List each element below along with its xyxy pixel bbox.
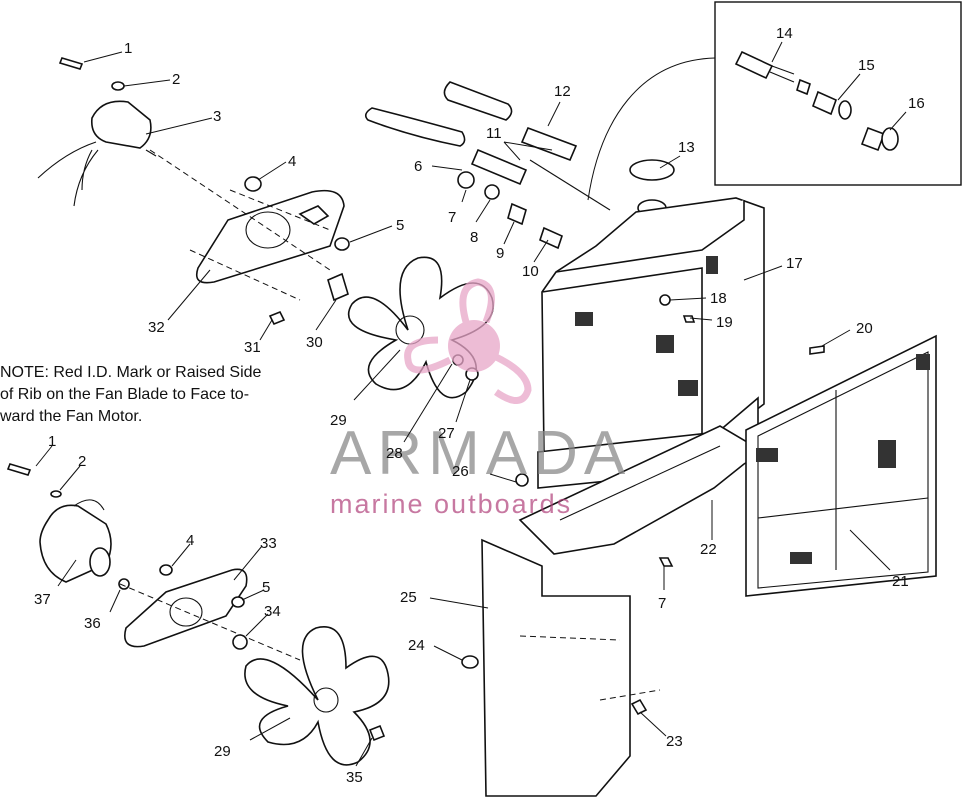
callout-5-bottom: 5 <box>262 579 270 596</box>
fan-motor-top <box>37 57 350 326</box>
inset-detail <box>587 1 962 201</box>
callout-29-bottom: 29 <box>214 743 231 760</box>
callout-37: 37 <box>34 591 51 608</box>
callout-10: 10 <box>522 263 539 280</box>
callout-15: 15 <box>858 57 875 74</box>
callout-6: 6 <box>414 158 422 175</box>
screen-21 <box>745 334 937 597</box>
callout-14: 14 <box>776 25 793 42</box>
callout-2-bottom: 2 <box>78 453 86 470</box>
callout-19: 19 <box>716 314 733 331</box>
callout-4: 4 <box>288 153 296 170</box>
callout-5: 5 <box>396 217 404 234</box>
watermark-brand: ARMADA <box>330 419 631 488</box>
note-line-2: of Rib on the Fan Blade to Face to- <box>0 386 249 403</box>
callout-33: 33 <box>260 535 277 552</box>
leader-lines <box>35 41 907 767</box>
callout-2: 2 <box>172 71 180 88</box>
callout-27: 27 <box>438 425 455 442</box>
watermark-tagline: marine outboards <box>330 489 572 519</box>
callout-9: 9 <box>496 245 504 262</box>
callout-23: 23 <box>666 733 683 750</box>
callout-32: 32 <box>148 319 165 336</box>
callout-22: 22 <box>700 541 717 558</box>
callout-3: 3 <box>213 108 221 125</box>
callout-29-top: 29 <box>330 412 347 429</box>
fan-blade-bottom <box>244 626 390 766</box>
callout-35: 35 <box>346 769 363 786</box>
callout-34: 34 <box>264 603 281 620</box>
watermark-logo <box>404 278 532 404</box>
shroud-25 <box>461 538 674 797</box>
callout-21: 21 <box>892 573 909 590</box>
callout-28: 28 <box>386 445 403 462</box>
callout-25: 25 <box>400 589 417 606</box>
callout-31: 31 <box>244 339 261 356</box>
callout-16: 16 <box>908 95 925 112</box>
callout-8: 8 <box>470 229 478 246</box>
callout-1: 1 <box>124 40 132 57</box>
note-line-1: NOTE: Red I.D. Mark or Raised Side <box>0 364 262 381</box>
callout-36: 36 <box>84 615 101 632</box>
fan-motor-bottom <box>6 463 301 661</box>
callout-7-top: 7 <box>448 209 456 226</box>
callout-11: 11 <box>486 125 502 142</box>
callout-18: 18 <box>710 290 727 307</box>
callout-12: 12 <box>554 83 571 100</box>
callout-1-bottom: 1 <box>48 433 56 450</box>
callout-13: 13 <box>678 139 695 156</box>
note-line-3: ward the Fan Motor. <box>0 408 142 425</box>
radiator-assembly <box>364 81 765 489</box>
callout-24: 24 <box>408 637 425 654</box>
callout-17: 17 <box>786 255 803 272</box>
callout-7-bottom: 7 <box>658 595 666 612</box>
callout-4-bottom: 4 <box>186 532 194 549</box>
callout-20: 20 <box>856 320 873 337</box>
bracket-22 <box>515 425 766 555</box>
callout-26: 26 <box>452 463 469 480</box>
callout-30: 30 <box>306 334 323 351</box>
